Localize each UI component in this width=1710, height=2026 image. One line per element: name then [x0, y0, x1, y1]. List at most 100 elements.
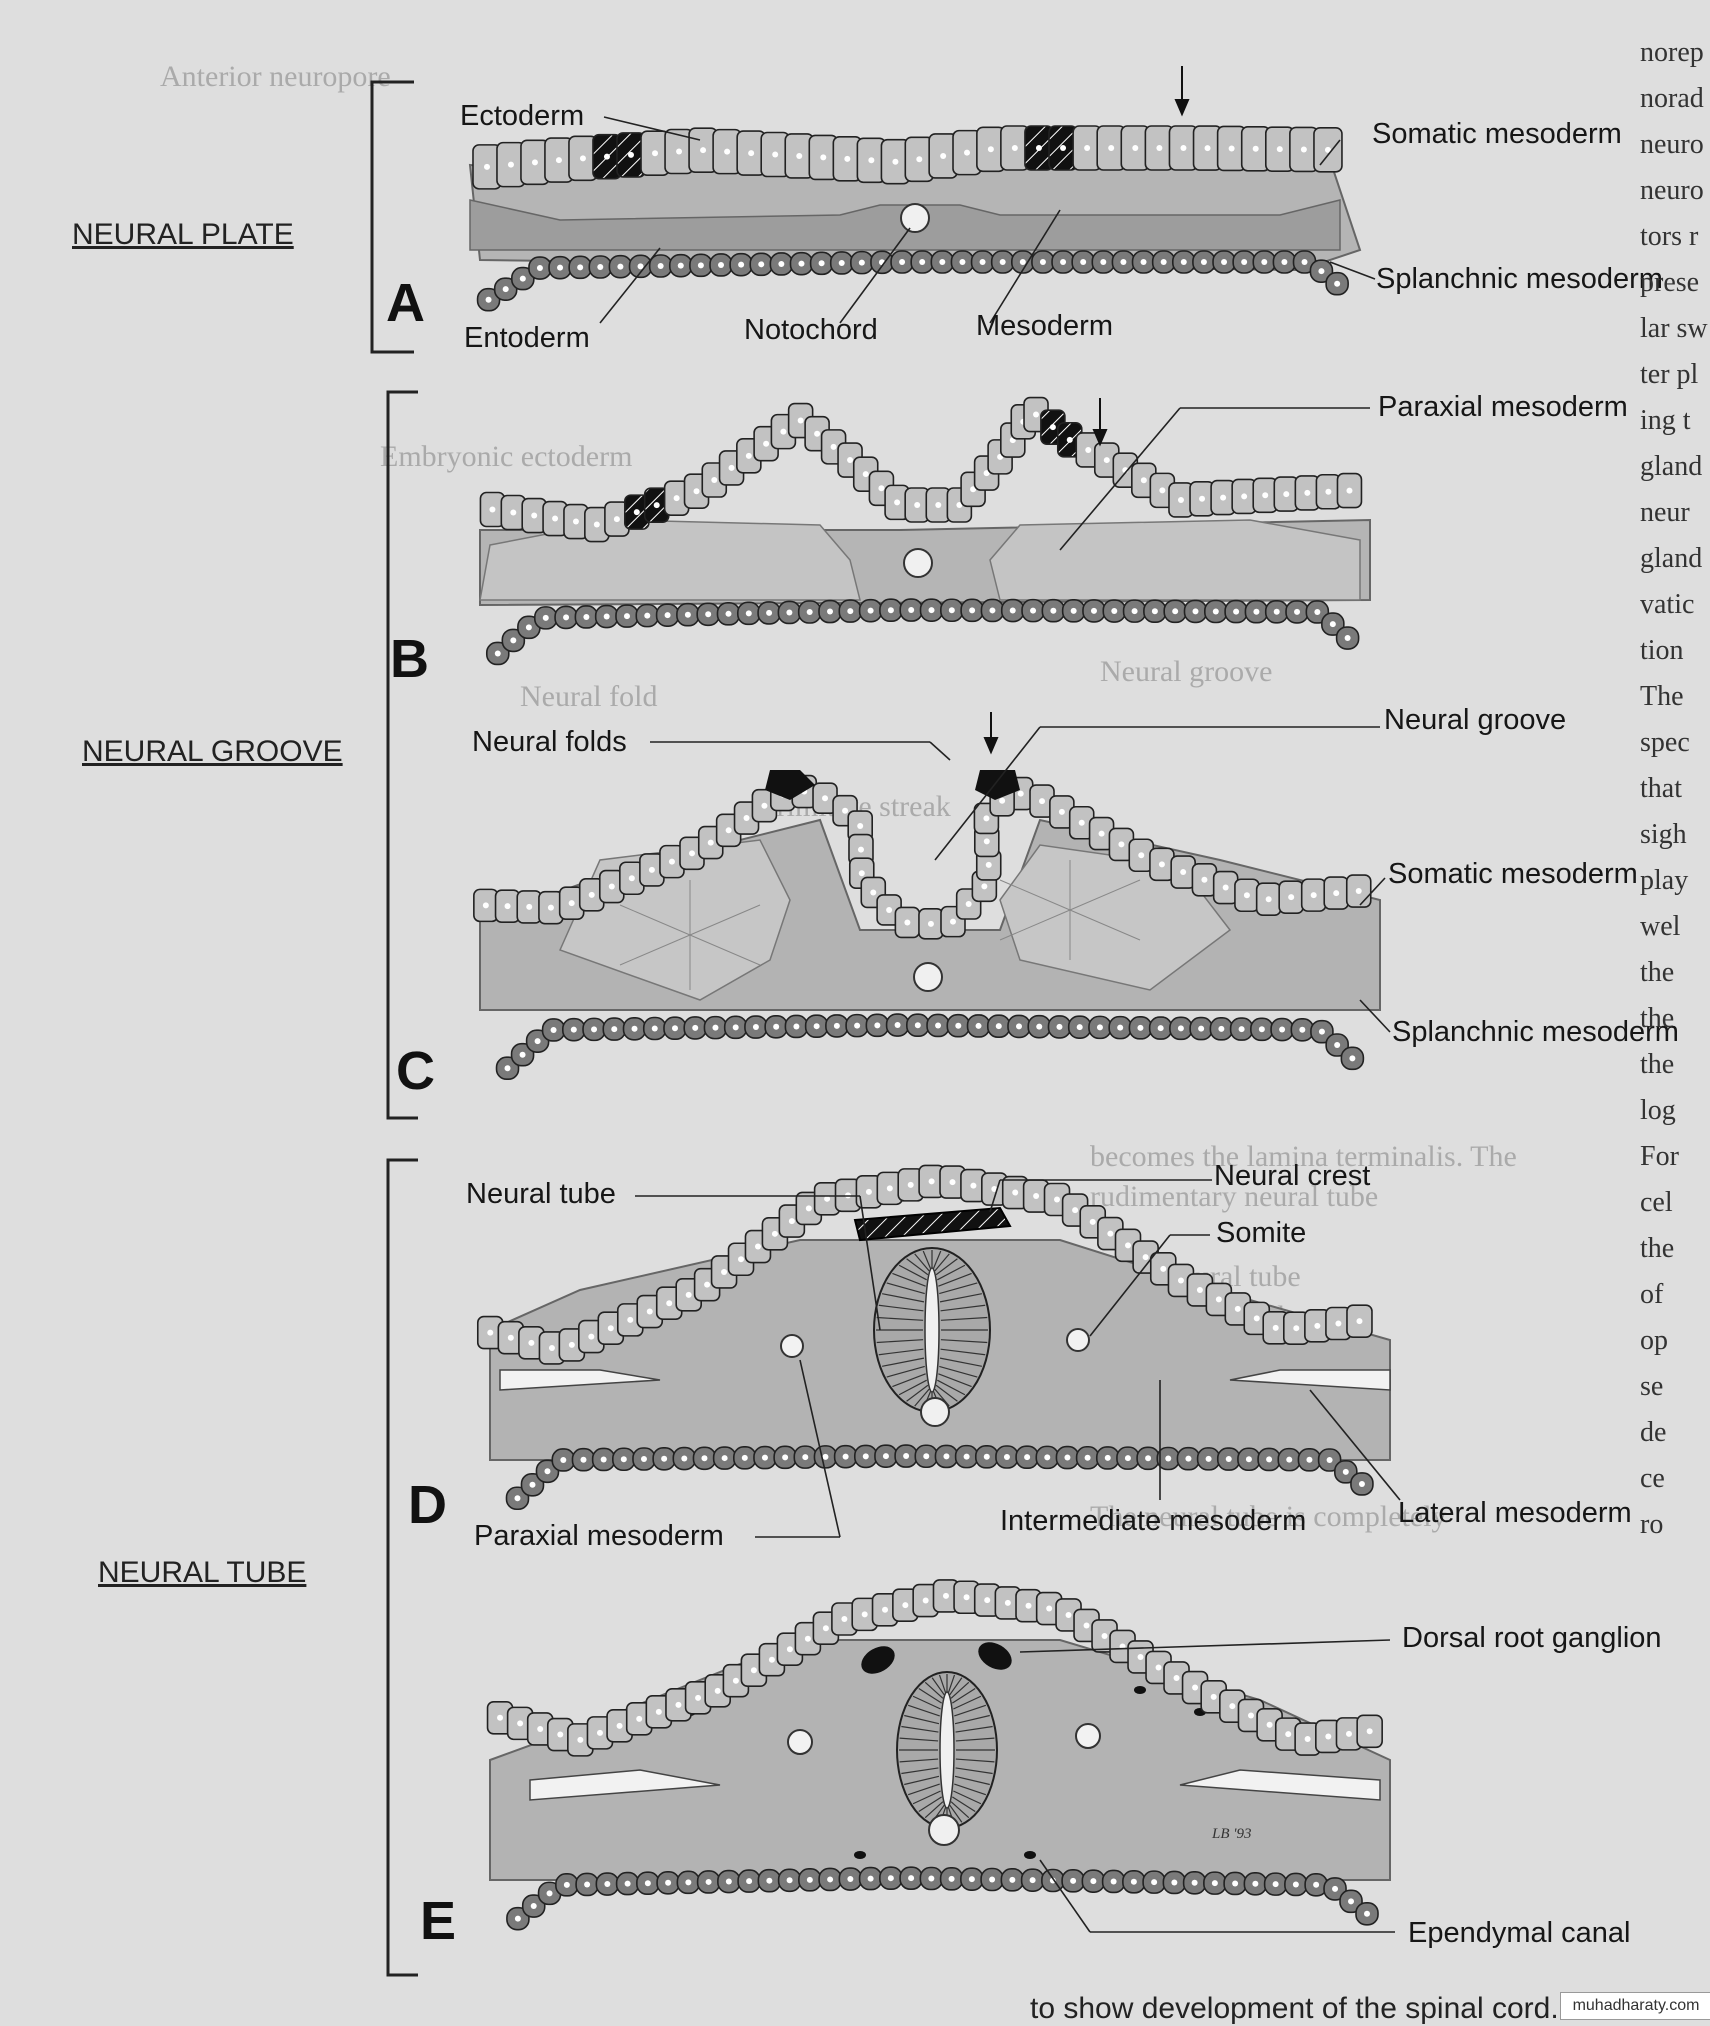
- cell-nucleus: [546, 1890, 553, 1897]
- cell-nucleus: [874, 1022, 881, 1029]
- cell-nucleus: [1111, 608, 1118, 615]
- cell-nucleus: [928, 1178, 935, 1185]
- cell-nucleus: [1272, 1324, 1279, 1331]
- label-entoderm: Entoderm: [464, 322, 590, 354]
- cell-nucleus: [712, 1024, 719, 1031]
- cell-nucleus: [743, 815, 750, 822]
- bg-text: Embryonic ectoderm: [380, 440, 633, 473]
- tube-wall-line: [924, 1801, 944, 1819]
- cell-nucleus: [1334, 1042, 1341, 1049]
- tube-wall-line: [901, 1767, 939, 1775]
- cell-nucleus: [1132, 145, 1139, 151]
- cell-nucleus: [1364, 1910, 1371, 1917]
- cell-nucleus: [878, 485, 885, 492]
- stage-title-neural-groove: NEURAL GROOVE: [82, 735, 343, 768]
- side-text-line: the: [1640, 1049, 1675, 1080]
- cell-nucleus: [1033, 1193, 1040, 1200]
- panel-letter-d: D: [408, 1475, 447, 1535]
- cell-nucleus: [766, 1877, 773, 1884]
- cell-nucleus: [620, 1456, 627, 1463]
- side-text-line: ing t: [1640, 405, 1691, 436]
- cell-nucleus: [1191, 1879, 1198, 1886]
- cell-nucleus: [695, 1694, 702, 1701]
- cell-nucleus: [985, 861, 992, 868]
- cell-nucleus: [1252, 1880, 1259, 1887]
- cell-nucleus: [1036, 1023, 1043, 1030]
- signature-text: LB '93: [1211, 1826, 1251, 1842]
- cell-nucleus: [530, 1903, 537, 1910]
- bg-text: Neural groove: [1100, 655, 1273, 688]
- cell-nucleus: [1201, 876, 1208, 883]
- tube-wall-line: [939, 1365, 978, 1378]
- tube-wall-line: [954, 1783, 987, 1796]
- tube-wall-line: [937, 1379, 966, 1396]
- watermark: muhadharaty.com: [1560, 1992, 1710, 2020]
- cell-nucleus: [497, 1714, 504, 1721]
- cell-nucleus: [1100, 259, 1107, 265]
- cell-nucleus: [923, 1453, 930, 1460]
- side-text-line: ro: [1640, 1509, 1664, 1540]
- cell-nucleus: [517, 1720, 524, 1727]
- cell-nucleus: [1160, 259, 1167, 265]
- bg-text: The neural tube is completely: [1090, 1500, 1447, 1533]
- cell-nucleus: [999, 259, 1006, 265]
- cell-nucleus: [705, 611, 712, 618]
- cell-nucleus: [1192, 608, 1199, 615]
- cell-nucleus: [1243, 892, 1250, 899]
- cell-nucleus: [1314, 1322, 1321, 1329]
- side-text-line: op: [1640, 1325, 1668, 1356]
- cell-nucleus: [580, 1456, 587, 1463]
- cell-nucleus: [636, 1715, 643, 1722]
- tube-wall-line: [898, 1379, 927, 1396]
- side-text-line: ter pl: [1640, 359, 1699, 390]
- tube-wall-line: [939, 1293, 983, 1303]
- cell-nucleus: [1325, 1733, 1332, 1740]
- cell-nucleus: [514, 1495, 521, 1502]
- tube-wall-line: [876, 1316, 924, 1321]
- cell-nucleus: [1258, 1026, 1265, 1033]
- ectoderm-cells: [486, 1579, 1383, 1757]
- cell-nucleus: [568, 1341, 575, 1348]
- label-neural-tube: Neural tube: [466, 1178, 616, 1210]
- tube-wall-line: [886, 1365, 925, 1378]
- cell-nucleus: [514, 1915, 521, 1922]
- cell-nucleus: [1324, 146, 1331, 153]
- cell-nucleus: [969, 607, 976, 614]
- cell-nucleus: [603, 153, 610, 160]
- cell-nucleus: [1355, 888, 1362, 895]
- tube-wall-line: [898, 1264, 927, 1281]
- cell-nucleus: [529, 1481, 536, 1488]
- cell-nucleus: [1145, 1455, 1152, 1462]
- cell-nucleus: [1049, 424, 1056, 431]
- cell-nucleus: [1212, 608, 1219, 615]
- cell-nucleus: [1292, 1881, 1299, 1888]
- tube-wall-line: [953, 1790, 982, 1805]
- side-text-line: lar sw: [1640, 313, 1708, 344]
- panel-letter-c: C: [396, 1041, 435, 1101]
- side-text-line: tors r: [1640, 221, 1699, 252]
- label-ependymal-canal: Ependymal canal: [1408, 1917, 1631, 1949]
- neural-tube-wall: [876, 1250, 988, 1410]
- side-text-line: norep: [1640, 37, 1704, 68]
- stage-title-neural-tube: NEURAL TUBE: [98, 1556, 307, 1589]
- cell-nucleus: [563, 1881, 570, 1888]
- cell-nucleus: [494, 650, 501, 657]
- cell-nucleus: [1180, 869, 1187, 876]
- cell-nucleus: [833, 1022, 840, 1029]
- tube-wall-line: [950, 1681, 970, 1699]
- cell-nucleus: [624, 1880, 631, 1887]
- cell-nucleus: [557, 264, 564, 271]
- cell-nucleus: [504, 903, 511, 910]
- tube-wall-line: [950, 1801, 970, 1819]
- cell-nucleus: [1185, 1455, 1192, 1462]
- cell-nucleus: [597, 263, 604, 270]
- cell-nucleus: [1118, 841, 1125, 848]
- cell-nucleus: [531, 159, 538, 166]
- cell-nucleus: [631, 1025, 638, 1032]
- cell-nucleus: [536, 265, 543, 272]
- cell-nucleus: [732, 1024, 739, 1031]
- tube-wall-line: [935, 1384, 958, 1402]
- section-b: [479, 396, 1371, 666]
- cell-nucleus: [943, 1453, 950, 1460]
- cell-nucleus: [1098, 830, 1105, 837]
